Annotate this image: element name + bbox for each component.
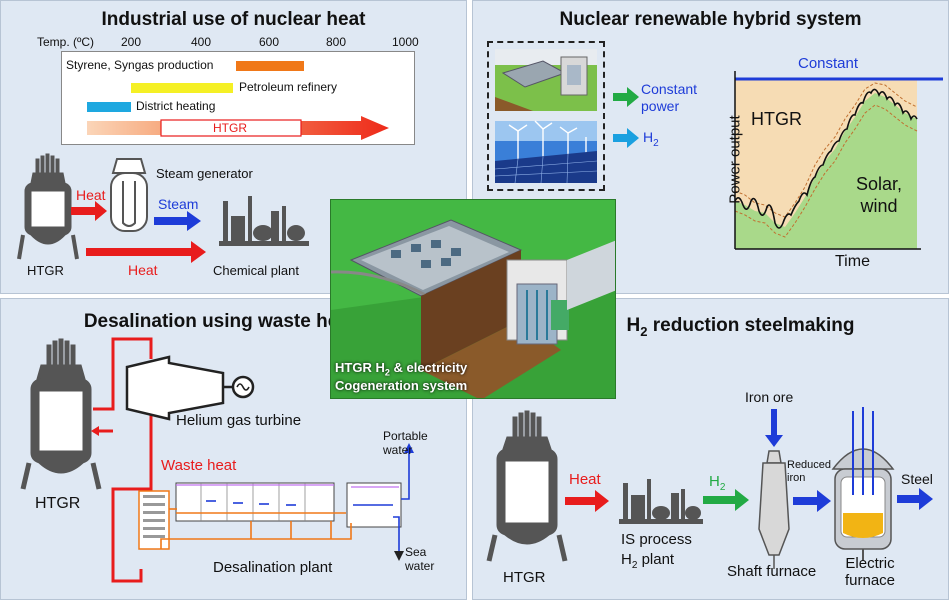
plant-image <box>495 49 597 111</box>
steam-label: Steam <box>158 196 199 212</box>
styrene-bar <box>236 61 304 71</box>
constant-power-arrow <box>613 87 639 107</box>
caption-rest: & electricity <box>389 360 468 375</box>
renewable-area <box>735 93 917 249</box>
iron-ore-arrow <box>765 409 783 447</box>
temp-tick-1000: 1000 <box>392 35 419 49</box>
sea-water-label: Sea water <box>405 545 435 573</box>
flow-arrows <box>71 201 206 263</box>
cogeneration-caption-line1: HTGR H2 & electricity <box>335 360 467 378</box>
is-process-plant-icon <box>619 479 703 524</box>
steel-reactor-icon <box>486 410 568 562</box>
petroleum-label: Petroleum refinery <box>239 80 338 94</box>
steel-flow-arrows <box>565 409 933 512</box>
h2-sub: 2 <box>719 482 726 493</box>
temp-tick-400: 400 <box>191 35 212 49</box>
temp-tick-600: 600 <box>259 35 280 49</box>
constant-power-label: Constant power <box>641 81 698 114</box>
shaft-furnace-label: Shaft furnace <box>727 563 817 580</box>
gas-turbine-label: Helium gas turbine <box>176 412 302 429</box>
chart-constant-label: Constant <box>798 55 859 72</box>
is-rest: plant <box>637 551 675 568</box>
reactor-label: HTGR <box>27 263 64 278</box>
temp-axis-label: Temp. (ºC) <box>37 35 95 49</box>
chart-solar-label: Solar, wind <box>855 174 903 216</box>
gas-turbine-icon <box>125 355 255 421</box>
chart-xlabel: Time <box>835 253 870 270</box>
center-cogeneration-image: HTGR H2 & electricity Cogeneration syste… <box>330 199 616 399</box>
waste-heat-loop <box>91 337 153 583</box>
heat-label-bottom: Heat <box>128 262 158 278</box>
caption-htgr-h: HTGR H <box>335 360 385 375</box>
htgr-bar-label: HTGR <box>213 121 247 135</box>
chemical-plant-icon <box>219 196 309 246</box>
desal-reactor-label: HTGR <box>35 495 81 512</box>
temp-tick-800: 800 <box>326 35 347 49</box>
reactor-icon <box>17 153 79 260</box>
h2-arrow <box>613 128 639 148</box>
heat-arrow-bottom <box>86 241 206 263</box>
styrene-label: Styrene, Syngas production <box>66 58 214 72</box>
h2-h: H <box>709 473 720 490</box>
panel-hybrid-system: Nuclear renewable hybrid system Constant… <box>472 0 949 294</box>
title-rest: reduction steelmaking <box>647 315 855 336</box>
title-sub: 2 <box>640 323 648 339</box>
steel-label: Steel <box>901 471 933 487</box>
h2-label-sub: 2 <box>653 137 659 149</box>
heat-label-top: Heat <box>76 187 106 203</box>
waste-heat-label: Waste heat <box>161 457 237 474</box>
reduced-iron-label: Reduced iron <box>787 459 832 484</box>
sources-dashed-box <box>487 41 605 191</box>
h2-label: H2 <box>709 473 725 493</box>
renewable-band-lower <box>734 104 918 238</box>
desalination-plant-diagram <box>138 443 414 561</box>
heat-arrow-top <box>71 201 107 221</box>
reduced-iron-arrow <box>793 490 831 512</box>
steel-reactor-label: HTGR <box>503 569 546 586</box>
htgr-temperature-arrow <box>87 116 389 140</box>
chart-ylabel: Power output <box>726 115 744 204</box>
is-sub: 2 <box>631 560 638 571</box>
district-heating-label: District heating <box>136 99 216 113</box>
electric-furnace-icon <box>831 407 895 561</box>
shaft-furnace-icon <box>758 450 790 569</box>
power-output-chart <box>734 71 943 250</box>
desal-reactor-icon <box>20 338 102 490</box>
chemical-plant-label: Chemical plant <box>213 263 299 278</box>
caption-sub: 2 <box>384 367 390 378</box>
panel-title: Industrial use of nuclear heat <box>101 9 366 30</box>
petroleum-bar <box>131 83 233 93</box>
h2-label: H2 <box>643 129 659 149</box>
panel-title: H2 reduction steelmaking <box>533 315 948 339</box>
h2-label-h: H <box>643 129 654 145</box>
iron-ore-label: Iron ore <box>745 389 794 405</box>
h2-arrow <box>703 489 749 511</box>
panel-title: Nuclear renewable hybrid system <box>559 9 862 30</box>
output-arrows <box>613 87 639 148</box>
is-h: H <box>621 551 632 568</box>
steam-arrow <box>154 211 201 231</box>
steam-generator-icon <box>110 158 148 232</box>
cogeneration-illustration <box>331 200 615 398</box>
heat-label: Heat <box>569 471 601 488</box>
is-process-line1: IS process <box>621 531 692 548</box>
is-process-line2: H2 plant <box>621 551 674 571</box>
heat-arrow <box>565 490 609 512</box>
panel-title: Desalination using waste heat <box>83 311 356 332</box>
portable-water-label: Portable water <box>383 429 428 457</box>
steam-generator-label: Steam generator <box>156 166 253 181</box>
panel-industrial-heat: Industrial use of nuclear heat Temp. (ºC… <box>0 0 467 294</box>
title-h: H <box>626 315 641 336</box>
district-heating-bar <box>87 102 131 112</box>
desalination-plant-label: Desalination plant <box>213 559 333 576</box>
electric-furnace-label: Electric furnace <box>844 555 896 589</box>
renewable-band-upper <box>734 82 918 218</box>
chart-htgr-label: HTGR <box>751 109 802 129</box>
renewable-wiggle <box>734 88 918 229</box>
steel-arrow <box>897 488 933 510</box>
temp-tick-200: 200 <box>121 35 142 49</box>
cogeneration-caption-line2: Cogeneration system <box>335 378 468 393</box>
renewables-image <box>494 120 598 184</box>
